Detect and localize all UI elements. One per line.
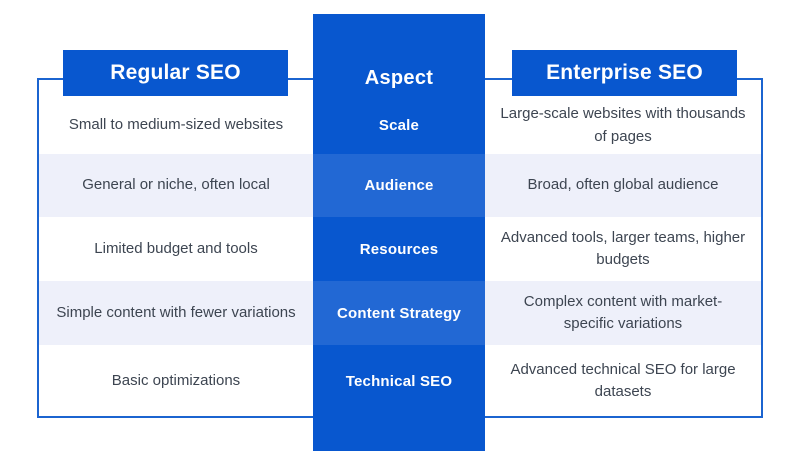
aspect-label-audience: Audience xyxy=(313,154,485,217)
regular-cell-technical-seo: Basic optimizations xyxy=(111,371,241,389)
enterprise-seo-column: Large-scale websites with thousands of p… xyxy=(485,97,761,417)
enterprise-cell-content-strategy: Complex content with market- specific va… xyxy=(485,281,761,345)
left-bracket-top-segment xyxy=(37,78,65,80)
right-bracket-border xyxy=(485,78,763,418)
aspect-label-technical-seo: Technical SEO xyxy=(345,372,453,390)
aspect-column: Aspect Scale Audience Resources Content … xyxy=(313,14,485,451)
enterprise-cell-scale: Large-scale websites with thousands of p… xyxy=(500,105,746,145)
left-bracket-border xyxy=(37,78,314,418)
right-header-connector-line xyxy=(485,78,513,80)
regular-cell-scale: Small to medium-sized websites xyxy=(68,116,284,134)
aspect-column-footer xyxy=(313,417,485,451)
left-header-connector-line xyxy=(288,78,313,80)
regular-seo-column: Small to medium-sized websites General o… xyxy=(39,97,313,417)
enterprise-cell-technical-seo: Advanced technical SEO for large dataset… xyxy=(510,360,736,401)
regular-seo-header: Regular SEO xyxy=(63,50,288,96)
regular-cell-resources: Limited budget and tools xyxy=(94,239,258,257)
enterprise-seo-header: Enterprise SEO xyxy=(512,50,737,96)
regular-cell-content-strategy: Simple content with fewer variations xyxy=(39,281,313,345)
aspect-column-title: Aspect xyxy=(364,67,434,89)
aspect-label-content-strategy: Content Strategy xyxy=(313,281,485,345)
aspect-label-resources: Resources xyxy=(359,240,439,258)
enterprise-cell-resources: Advanced tools, larger teams, higher bud… xyxy=(500,228,746,269)
regular-cell-audience: General or niche, often local xyxy=(39,154,313,217)
right-bracket-top-segment xyxy=(737,78,763,80)
aspect-label-scale: Scale xyxy=(378,117,420,134)
enterprise-cell-audience: Broad, often global audience xyxy=(485,154,761,217)
